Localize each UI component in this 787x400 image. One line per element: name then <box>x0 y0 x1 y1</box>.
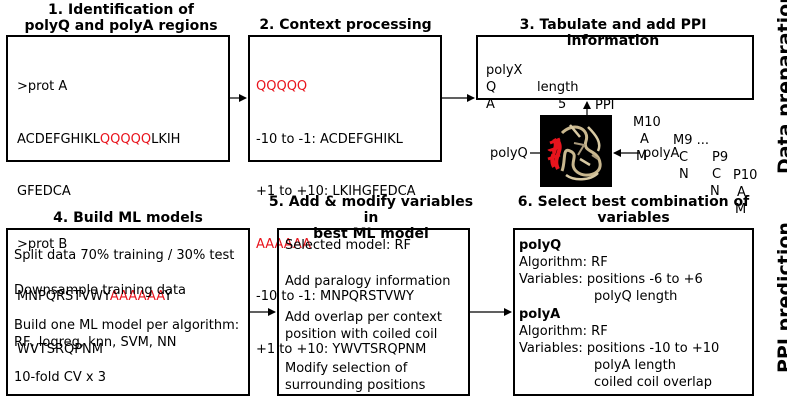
polya-variables: Variables: positions -10 to +10 <box>519 341 720 356</box>
polyq-heading: polyQ <box>519 238 562 253</box>
overlap-text-line2: position with coiled coil <box>285 327 438 342</box>
prot-b-seq-line2: WVTSRQPNM <box>17 341 103 357</box>
step4-title: 4. Build ML models <box>53 210 203 226</box>
step6-box: polyQ Algorithm: RF Variables: positions… <box>513 228 754 396</box>
polya-downstream: +1 to +10: YWVTSRQPNM <box>256 341 427 357</box>
step5-title-line1: 5. Add & modify variables in <box>268 194 474 226</box>
polya-heading: polyA <box>519 307 561 322</box>
polya-structure-label: polyA <box>643 146 680 161</box>
polya-highlight: AAAAAA <box>109 289 165 304</box>
col-ppi: PPI <box>595 97 615 113</box>
col-p10: P10 <box>733 167 758 183</box>
build-models-text: Build one ML model per algorithm: <box>14 318 240 333</box>
coiled-coil-overlap: coiled coil overlap <box>594 375 712 390</box>
polyq-variables: Variables: positions -6 to +6 <box>519 272 703 287</box>
modify-selection-line2: surrounding positions <box>285 378 426 393</box>
step3-title: 3. Tabulate and add PPI information <box>519 17 707 49</box>
step4-box: Split data 70% training / 30% test Downs… <box>6 228 250 396</box>
prot-a-seq-line2: GFEDCA <box>17 184 71 199</box>
polya-algorithm: Algorithm: RF <box>519 324 608 339</box>
polyq-region: QQQQQ <box>256 79 308 94</box>
paralogy-text: Add paralogy information <box>285 274 451 289</box>
step1-title-line2: polyQ and polyA regions <box>24 18 218 34</box>
col-polyx: polyX <box>486 62 523 78</box>
overlap-text-line1: Add overlap per context <box>285 310 442 325</box>
prot-a-seq-line1: ACDEFGHIKLQQQQQLKIH <box>17 131 181 147</box>
modify-selection-line1: Modify selection of <box>285 361 408 376</box>
step1-title: 1. Identification of polyQ and polyA reg… <box>10 2 232 34</box>
step5-title: 5. Add & modify variables in best ML mod… <box>262 194 480 242</box>
polyq-length: polyQ length <box>594 289 678 304</box>
polya-length: polyA length <box>594 358 676 373</box>
algorithms-text: RF, logreg, knn, SVM, NN <box>14 335 177 350</box>
col-m10: M10 <box>633 115 661 130</box>
prot-b-header: >prot B <box>17 236 68 252</box>
step1-box: >prot A ACDEFGHIKLQQQQQLKIH GFEDCA >prot… <box>6 35 230 357</box>
downsample-text: Downsample training data <box>14 283 187 298</box>
step1-title-line1: 1. Identification of <box>48 2 194 18</box>
step6-title-line2: variables <box>597 210 670 226</box>
step2-title: 2. Context processing <box>259 17 432 33</box>
selected-model-text: Selected model: RF <box>285 238 411 253</box>
step2-box: QQQQQ -10 to -1: ACDEFGHIKL +1 to +10: L… <box>248 35 442 357</box>
col-length: length <box>537 80 579 95</box>
step5-box: Selected model: RF Add paralogy informat… <box>277 228 470 396</box>
step6-title-line1: 6. Select best combination of <box>517 194 750 210</box>
prot-a-header: >prot A <box>17 79 68 94</box>
prot-b-seq-line1: MNPQRSTVWYAAAAAAY <box>17 289 173 304</box>
polyq-downstream: +1 to +10: LKIHGFEDCA <box>256 184 416 199</box>
polyq-upstream: -10 to -1: ACDEFGHIKL <box>256 131 403 147</box>
col-p9: P9 <box>712 150 729 165</box>
polyq-highlight: QQQQQ <box>99 131 152 147</box>
polyq-algorithm: Algorithm: RF <box>519 255 608 270</box>
split-data-text: Split data 70% training / 30% test <box>14 248 235 263</box>
polyq-structure-label: polyQ <box>490 146 528 161</box>
step5-title-line2: best ML model <box>313 226 429 242</box>
polya-region: AAAAAA <box>256 236 312 252</box>
table-header-row: polyX length PPI M10 M9 ... P9 P10 <box>478 44 757 183</box>
cv-text: 10-fold CV x 3 <box>14 370 106 385</box>
col-m9: M9 ... <box>673 132 710 148</box>
step6-title: 6. Select best combination of variables <box>506 194 761 226</box>
polya-upstream: -10 to -1: MNPQRSTVWY <box>256 289 414 304</box>
